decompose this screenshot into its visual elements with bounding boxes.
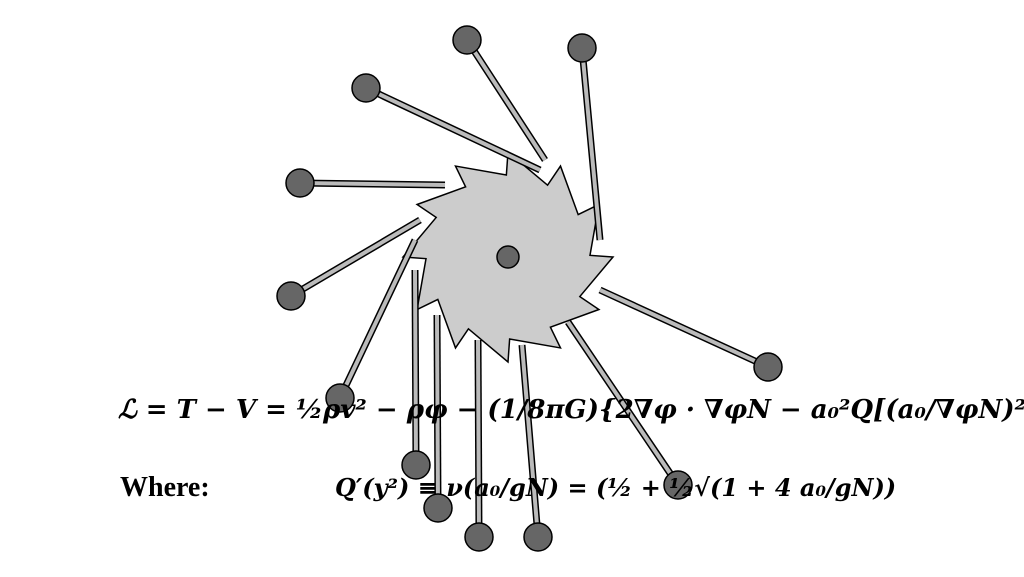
stick-fill [289, 218, 422, 298]
stick-fill [465, 38, 547, 162]
stick-fill [338, 239, 417, 399]
equations: ℒ = T − V = ½ρv² − ρφ − (1/8πG){2∇φ · ∇φ… [118, 395, 1024, 503]
stick-with-ball [276, 216, 422, 311]
ball [464, 522, 494, 552]
where-label: Where: [120, 472, 210, 503]
q-definition-equation: Q′(y²) ≡ ν(a₀/gN) = (½ + ½√(1 + 4 a₀/gN)… [335, 473, 896, 502]
lagrangian-equation: ℒ = T − V = ½ρv² − ρφ − (1/8πG){2∇φ · ∇φ… [118, 395, 1024, 425]
stick-with-ball [452, 25, 548, 162]
ball [663, 470, 693, 500]
stick-fill [413, 269, 418, 466]
ball [351, 73, 381, 103]
stick-fill [365, 86, 541, 172]
ball [276, 281, 306, 311]
stick-with-ball [518, 344, 553, 552]
stick-with-ball [423, 314, 453, 523]
ball [285, 168, 315, 198]
gear-hub [496, 245, 520, 269]
stick-fill [299, 181, 446, 187]
ball [423, 493, 453, 523]
stick-with-ball [351, 73, 542, 174]
ball [753, 352, 783, 382]
stick-with-ball [325, 238, 419, 413]
ball [325, 383, 355, 413]
stick-with-ball [285, 168, 446, 198]
stick-fill [476, 339, 481, 538]
ball [523, 522, 553, 552]
stick-fill [520, 344, 540, 538]
stick-fill [599, 288, 769, 369]
stick-with-ball [598, 286, 783, 382]
stick-with-ball [401, 269, 431, 480]
ball [401, 450, 431, 480]
stick-with-ball [565, 320, 693, 500]
stick-fill [566, 320, 680, 487]
stick-fill [580, 47, 602, 241]
stick-fill [435, 314, 440, 509]
ball [567, 33, 597, 63]
stick-with-ball [567, 33, 604, 241]
ball [452, 25, 482, 55]
sticks [276, 25, 783, 552]
stick-with-ball [464, 339, 494, 552]
